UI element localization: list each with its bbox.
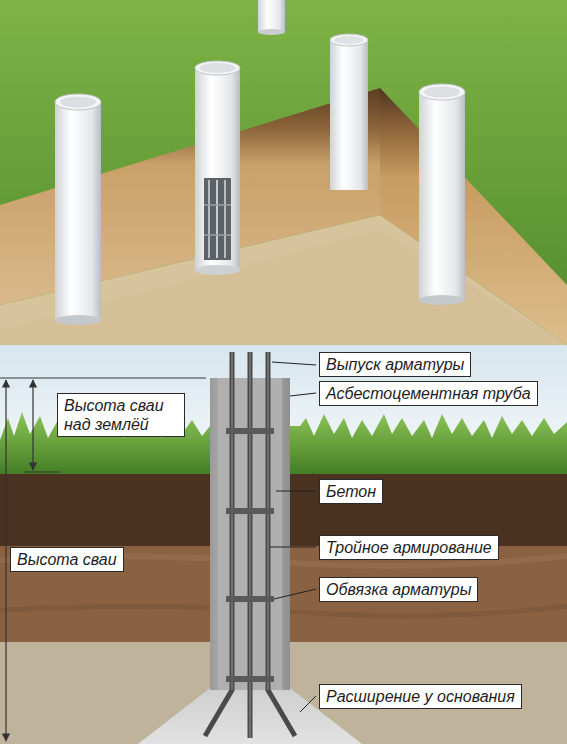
callout-box: Высота сваи bbox=[10, 547, 124, 572]
pile-photo bbox=[0, 0, 567, 345]
callout-box: Расширение у основания bbox=[319, 684, 522, 709]
callout-text: Обвязка арматуры bbox=[326, 580, 471, 599]
callout-box: Обвязка арматуры bbox=[319, 577, 478, 602]
callout-box: Выпуск арматуры bbox=[319, 352, 471, 377]
callout-box: Тройное армирование bbox=[319, 535, 499, 560]
callout-text: Высота сваи над землёй bbox=[64, 396, 178, 434]
callout-text: Асбестоцементная труба bbox=[326, 384, 531, 403]
callout-box: Бетон bbox=[319, 479, 383, 504]
callout-text: Тройное армирование bbox=[326, 538, 492, 557]
callout-box: Высота сваи над землёй bbox=[57, 393, 185, 437]
callout-text: Высота сваи bbox=[17, 550, 117, 569]
callout-box: Асбестоцементная труба bbox=[319, 381, 538, 406]
callout-text: Выпуск арматуры bbox=[326, 355, 464, 374]
callout-text: Бетон bbox=[326, 482, 376, 501]
callout-text: Расширение у основания bbox=[326, 687, 515, 706]
